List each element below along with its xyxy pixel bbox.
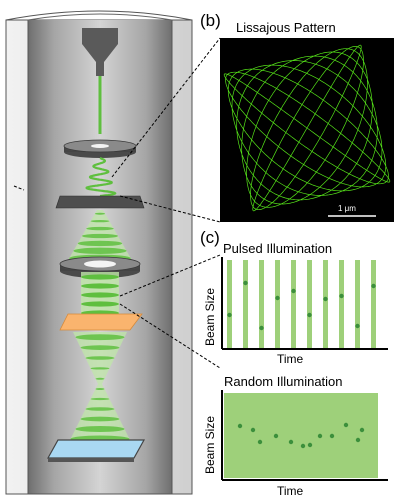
lower-cone-bottom-band [90, 397, 110, 401]
lower-cone-bottom-band [80, 416, 120, 422]
sample-plate [46, 439, 146, 462]
lower-cone-top-band [85, 356, 115, 360]
random-title: Random Illumination [224, 374, 343, 389]
random-dot [300, 443, 306, 449]
upper-cone-band [82, 233, 118, 239]
pulse-stripe [259, 260, 264, 348]
lower-cone-bottom-band [85, 407, 115, 411]
pulsed-title: Pulsed Illumination [223, 241, 333, 256]
spiral-path [85, 157, 117, 198]
pulse-stripe [275, 260, 280, 348]
beam-cone-upper [67, 210, 133, 262]
pulse-dot [323, 296, 328, 302]
pulse-dot [227, 312, 232, 318]
cylinder-band [81, 301, 119, 307]
pulse-dot [355, 323, 360, 329]
scale-bar-label: 1 μm [338, 204, 356, 213]
random-dot [237, 423, 243, 429]
pulse-stripe [227, 260, 232, 348]
electron-source [82, 28, 118, 134]
random-dot [359, 427, 365, 433]
random-dot [257, 439, 263, 445]
upper-cone-band [73, 247, 127, 255]
random-dot [288, 439, 294, 445]
pulse-stripe [291, 260, 296, 348]
upper-cone-band [86, 226, 114, 231]
cylinder-band [81, 292, 119, 298]
pulse-dot [275, 295, 280, 301]
column-top-rim [5, 10, 193, 21]
pulse-stripe [323, 260, 328, 348]
random-dot [343, 422, 349, 428]
lower-cone-top-band [80, 345, 120, 350]
lower-cone-bottom-band [75, 426, 125, 432]
random-dot [355, 437, 361, 443]
pulsed-stripes [227, 260, 376, 348]
random-dots [237, 422, 365, 449]
panel-c-label: (c) [200, 228, 220, 247]
source-tip [82, 28, 118, 76]
lower-cone-top-band [75, 334, 125, 341]
lower-cone-top-band [95, 377, 105, 380]
pulse-stripe [339, 260, 344, 348]
lower-cone-top-band [90, 367, 110, 370]
random-dot [307, 442, 313, 448]
pulse-stripe [307, 260, 312, 348]
panel-b-label: (b) [200, 11, 221, 30]
random-dot [273, 433, 279, 439]
pulse-stripe [355, 260, 360, 348]
lissajous-pattern [223, 44, 391, 212]
connector-b-bottom [119, 195, 221, 223]
column-top-rim-inner [27, 13, 173, 21]
random-plot [221, 390, 388, 481]
random-dot [317, 433, 323, 439]
connector-left-stub [13, 185, 25, 191]
aperture-disc-1 [63, 139, 137, 158]
pulse-dot [243, 280, 248, 286]
deflector-plate [55, 195, 145, 209]
connector-lines [13, 37, 221, 369]
lens-disc [59, 256, 141, 278]
lissajous-panel [220, 38, 394, 222]
upper-cone-band [77, 240, 123, 247]
lower-cone-bottom-band [95, 388, 105, 390]
random-fill [224, 393, 378, 478]
pulse-dot [291, 288, 296, 294]
orange-aperture-plate [59, 313, 143, 331]
pulsed-xlabel: Time [277, 352, 304, 366]
lissajous-title: Lissajous Pattern [236, 20, 336, 35]
upper-cone-band [94, 212, 106, 215]
beam-cone-lower [68, 332, 132, 444]
beam-cylinder [81, 272, 119, 316]
pulse-dot [339, 293, 344, 299]
cylinder-band [81, 283, 119, 289]
random-ylabel: Beam Size [203, 415, 217, 474]
random-dot [250, 427, 256, 433]
emitted-beam [98, 76, 102, 134]
random-dot [329, 433, 335, 439]
pulse-dot [259, 325, 264, 331]
connector-c-top [119, 254, 221, 297]
connector-b-top [111, 37, 221, 178]
upper-cone-band [90, 220, 110, 223]
pulse-stripe [243, 260, 248, 348]
pulsed-ylabel: Beam Size [203, 287, 217, 346]
pulse-dot [371, 283, 376, 289]
random-xlabel: Time [277, 484, 304, 498]
pulse-dot [307, 312, 312, 318]
lissajous-curve [223, 44, 391, 212]
cylinder-band [81, 274, 119, 280]
pulse-stripe [371, 260, 376, 348]
scanning-spiral-beam [85, 157, 117, 198]
pulsed-plot [221, 257, 388, 350]
